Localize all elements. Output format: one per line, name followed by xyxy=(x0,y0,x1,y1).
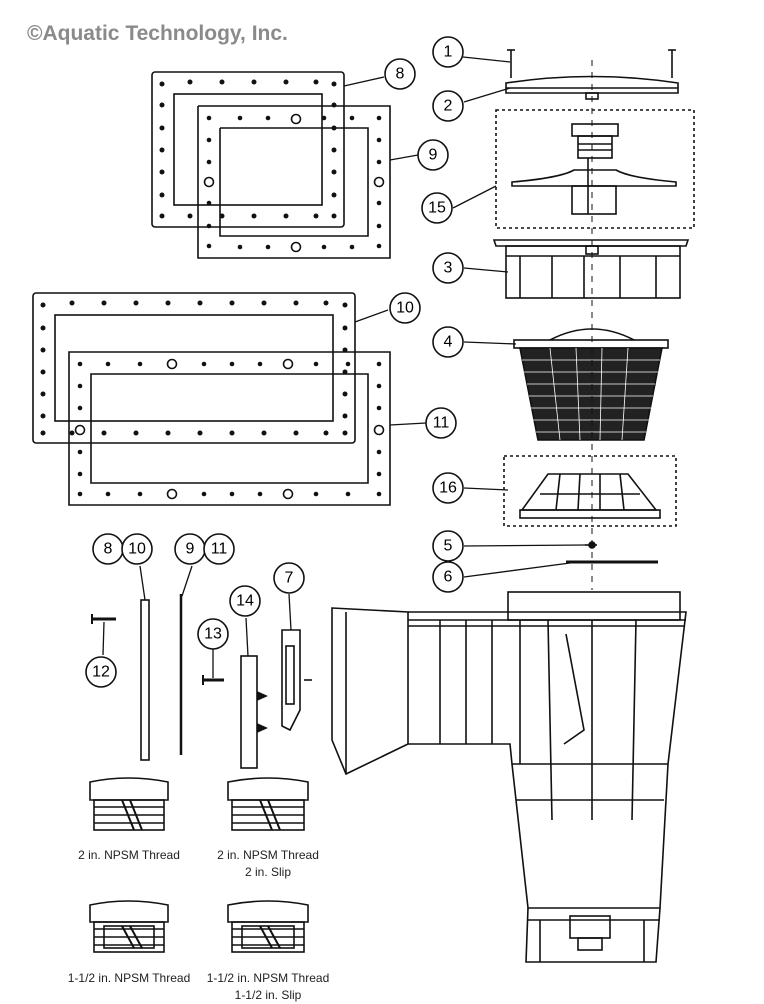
float-valve-part-15 xyxy=(495,109,695,229)
caption-line: 2 in. Slip xyxy=(244,865,292,879)
callout-3: 3 xyxy=(444,260,453,277)
callout-10: 10 xyxy=(396,300,414,317)
copyright-notice: ©Aquatic Technology, Inc. xyxy=(27,22,288,45)
callout-circles xyxy=(85,36,464,688)
caption-line: 1-1/2 in. NPSM Thread xyxy=(206,971,330,985)
callout-6: 6 xyxy=(444,569,453,586)
gasket-11 xyxy=(68,351,391,506)
gasket-10 xyxy=(32,292,356,444)
callout-8-bar: 8 xyxy=(104,541,113,558)
skimmer-body xyxy=(331,591,687,963)
callout-1: 1 xyxy=(444,44,453,61)
screw-part-13 xyxy=(202,675,224,685)
callout-13: 13 xyxy=(204,626,222,643)
fitting-1-5in-npsm xyxy=(89,900,169,953)
skimmer-basket-part-4 xyxy=(513,328,669,441)
callout-11-bar: 11 xyxy=(211,541,228,558)
bar-part-8-10 xyxy=(140,599,150,761)
clip-part-7 xyxy=(281,629,312,732)
callout-9: 9 xyxy=(429,147,438,164)
caption-2in-npsm: 2 in. NPSM Thread xyxy=(68,847,190,864)
caption-line: 2 in. NPSM Thread xyxy=(78,848,180,862)
callout-2: 2 xyxy=(444,98,453,115)
callout-10-bar: 10 xyxy=(128,541,146,558)
leader-lines xyxy=(102,56,587,678)
callout-16: 16 xyxy=(439,480,457,497)
caption-1-5in-npsm: 1-1/2 in. NPSM Thread xyxy=(54,970,204,987)
callout-11: 11 xyxy=(433,415,450,432)
gasket-8 xyxy=(151,71,345,228)
basket-base-part-16 xyxy=(503,455,677,527)
caption-line: 1-1/2 in. Slip xyxy=(234,988,302,1002)
gasket-9 xyxy=(197,105,391,259)
skimmer-collar-part-3 xyxy=(492,239,690,299)
callout-15: 15 xyxy=(428,200,446,217)
screw-part-5 xyxy=(585,541,597,549)
callout-8: 8 xyxy=(396,66,405,83)
callout-5: 5 xyxy=(444,538,453,555)
lid-screws-part-1 xyxy=(507,49,676,78)
callout-9-bar: 9 xyxy=(186,541,195,558)
caption-2in-npsm-slip: 2 in. NPSM Thread 2 in. Slip xyxy=(206,847,330,881)
fitting-2in-npsm xyxy=(89,777,169,831)
caption-line: 2 in. NPSM Thread xyxy=(217,848,319,862)
insert-part-14 xyxy=(240,655,268,769)
callout-4: 4 xyxy=(444,334,453,351)
fitting-2in-npsm-slip xyxy=(227,777,309,831)
fitting-1-5in-npsm-slip xyxy=(227,900,309,953)
caption-line: 1-1/2 in. NPSM Thread xyxy=(67,971,191,985)
callout-12: 12 xyxy=(92,664,110,681)
screw-part-12 xyxy=(91,614,116,624)
callout-7: 7 xyxy=(285,570,294,587)
callout-14: 14 xyxy=(236,593,254,610)
caption-1-5in-npsm-slip: 1-1/2 in. NPSM Thread 1-1/2 in. Slip xyxy=(192,970,344,1004)
